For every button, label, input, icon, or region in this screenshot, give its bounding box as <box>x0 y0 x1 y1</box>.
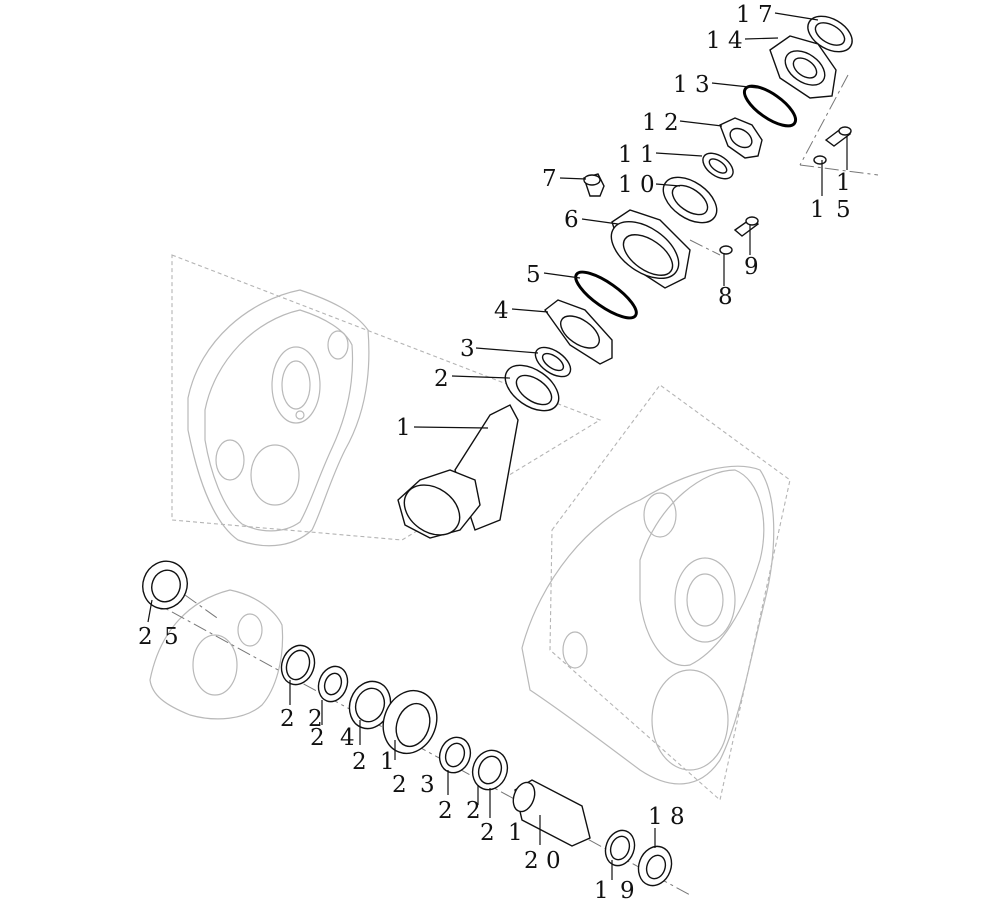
part-17-seal <box>807 15 853 53</box>
callout-10: 1 0 <box>618 172 655 198</box>
part-11-lock-washer <box>702 152 734 180</box>
part-10-seal <box>662 176 718 224</box>
lower-bearing-2 <box>637 845 673 887</box>
callout-15-bottom: 5 <box>836 197 851 223</box>
callout-18: 1 8 <box>648 804 685 830</box>
callout-lower-9: 2 <box>438 798 453 824</box>
part-4-shim <box>544 299 613 365</box>
callout-lower-6: 1 <box>380 749 395 775</box>
callout-7: 7 <box>542 166 557 192</box>
lower-snap-ring-5 <box>471 749 509 791</box>
part-14-nut <box>769 35 837 99</box>
callout-15-top: 1 <box>836 170 851 196</box>
part-8-washer <box>719 245 733 255</box>
part-13-o-ring <box>742 84 798 128</box>
callout-20: 2 0 <box>524 848 561 874</box>
part-9-bolt <box>733 216 760 237</box>
part-15-bolt-washer <box>813 126 852 165</box>
callout-8: 8 <box>718 284 733 310</box>
callout-11: 1 1 <box>618 142 655 168</box>
callout-19-second: 9 <box>620 878 635 904</box>
callout-lower-1: 2 <box>280 706 295 732</box>
callout-9: 9 <box>744 254 759 280</box>
callout-lower-10: 2 <box>466 798 481 824</box>
callout-14: 1 4 <box>706 28 743 54</box>
callout-12: 1 2 <box>642 110 679 136</box>
ghost-housing-left <box>171 254 602 547</box>
lower-bearing <box>382 689 438 755</box>
part-6-bearing-cage <box>610 209 691 289</box>
callout-1: 1 <box>396 415 411 441</box>
callout-13: 1 3 <box>673 72 710 98</box>
center-lines <box>149 74 879 896</box>
callout-lower-8: 3 <box>420 772 435 798</box>
callout-lower-12: 1 <box>508 820 523 846</box>
part-25-seal <box>142 560 188 610</box>
lower-shaft <box>512 779 591 847</box>
callout-25-second: 5 <box>164 624 179 650</box>
part-7-plug <box>583 173 605 197</box>
callout-2: 2 <box>434 366 449 392</box>
part-1-pinion-shaft <box>397 404 519 539</box>
callout-4: 4 <box>494 298 509 324</box>
callout-labels: 1 7 1 4 1 3 1 2 1 1 7 1 0 6 5 4 3 2 1 1 … <box>138 2 851 904</box>
ghost-housing-right <box>521 384 791 802</box>
callout-lower-4: 4 <box>340 725 355 751</box>
lower-snap-ring-6 <box>604 829 636 867</box>
callout-lower-7: 2 <box>392 772 407 798</box>
callout-19-first: 1 <box>594 878 609 904</box>
lower-ring-2 <box>317 665 349 703</box>
callout-lower-2: 2 <box>308 706 323 732</box>
lower-ring-3 <box>348 680 392 730</box>
callout-6: 6 <box>564 207 579 233</box>
ghost-housing-lower-left <box>149 589 284 720</box>
callout-25-first: 2 <box>138 624 153 650</box>
callout-lower-3: 2 <box>310 725 325 751</box>
leader-lines <box>147 12 848 880</box>
callout-5: 5 <box>526 262 541 288</box>
callout-17: 1 7 <box>736 2 773 28</box>
part-5-o-ring <box>574 270 638 320</box>
part-2-bearing <box>504 364 560 412</box>
callout-lower-5: 2 <box>352 749 367 775</box>
callout-lower-11: 2 <box>480 820 495 846</box>
lower-ring-4 <box>438 736 472 774</box>
part-3-spacer <box>534 346 572 378</box>
callout-3: 3 <box>460 336 475 362</box>
part-12-nut <box>719 117 763 159</box>
lower-snap-ring-1 <box>280 644 316 686</box>
callout-15-left: 1 <box>810 197 825 223</box>
